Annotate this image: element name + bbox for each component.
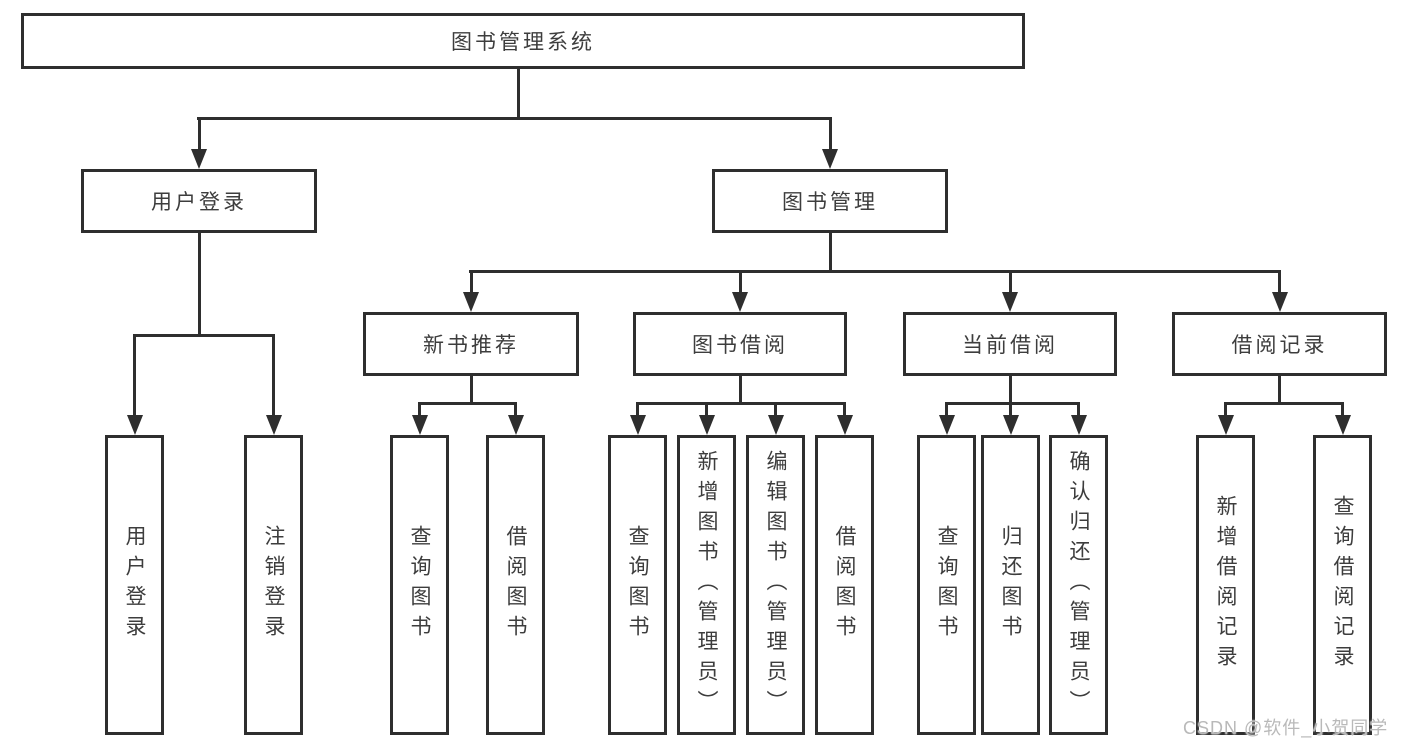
arrow-down-icon [1002, 292, 1018, 312]
arrow-down-icon [1217, 415, 1234, 435]
arrow-down-icon [191, 149, 207, 169]
arrow-down-icon [836, 415, 853, 435]
arrow-down-icon [1334, 415, 1351, 435]
connector-records-shaft-2 [1341, 402, 1344, 418]
leaf-query-books-current: 查询图书 [917, 435, 976, 735]
arrow-down-icon [411, 415, 428, 435]
node-current-borrowing-label: 当前借阅 [962, 334, 1058, 357]
leaf-user-login-label: 用户登录 [123, 525, 146, 645]
arrow-down-icon [1002, 415, 1019, 435]
connector-root-branch [197, 117, 832, 120]
connector-userlogin-shaft-1 [133, 334, 136, 417]
connector-borrowing-shaft-1 [636, 402, 639, 418]
connector-userlogin-shaft-2 [272, 334, 275, 417]
connector-records-stub [1278, 376, 1281, 404]
leaf-borrow-books-borrowing: 借阅图书 [815, 435, 874, 735]
connector-bookmgmt-shaft-2 [738, 270, 742, 296]
leaf-query-books-borrowing-label: 查询图书 [626, 525, 649, 645]
node-new-book-recommend-label: 新书推荐 [423, 334, 519, 357]
node-library-system: 图书管理系统 [21, 13, 1025, 69]
connector-borrowing-shaft-4 [843, 402, 846, 418]
node-borrowing-records-label: 借阅记录 [1231, 334, 1328, 357]
leaf-confirm-return-admin-label: 确认归还（管理员） [1067, 450, 1090, 720]
connector-borrowing-stub [738, 376, 742, 404]
arrow-down-icon [767, 415, 784, 435]
connector-current-shaft-1 [945, 402, 948, 418]
node-user-login-label: 用户登录 [151, 191, 247, 214]
connector-recommend-shaft-1 [418, 402, 421, 418]
leaf-return-book: 归还图书 [981, 435, 1040, 735]
connector-borrowing-shaft-3 [774, 402, 777, 418]
leaf-query-books-recommend-label: 查询图书 [408, 525, 431, 645]
leaf-query-books-current-label: 查询图书 [935, 525, 958, 645]
arrow-down-icon [698, 415, 715, 435]
node-book-management: 图书管理 [712, 169, 948, 233]
leaf-add-borrow-record-label: 新增借阅记录 [1214, 495, 1237, 675]
node-book-management-label: 图书管理 [782, 191, 878, 214]
node-new-book-recommend: 新书推荐 [363, 312, 579, 376]
connector-root-to-bookmgmt-shaft [828, 117, 832, 152]
connector-records-shaft-1 [1224, 402, 1227, 418]
connector-current-shaft-2 [1009, 402, 1012, 418]
connector-recommend-branch [418, 402, 517, 405]
arrow-down-icon [732, 292, 748, 312]
leaf-query-borrow-record-label: 查询借阅记录 [1331, 495, 1354, 675]
connector-userlogin-branch [133, 334, 275, 337]
arrow-down-icon [1070, 415, 1087, 435]
connector-bookmgmt-stub [828, 233, 832, 272]
leaf-borrow-books-recommend-label: 借阅图书 [504, 525, 527, 645]
connector-root-stub [517, 69, 520, 120]
connector-records-branch [1224, 402, 1344, 405]
leaf-borrow-books-recommend: 借阅图书 [486, 435, 545, 735]
arrow-down-icon [126, 415, 143, 435]
arrow-down-icon [265, 415, 282, 435]
connector-current-shaft-3 [1077, 402, 1080, 418]
leaf-user-login: 用户登录 [105, 435, 164, 735]
leaf-query-borrow-record: 查询借阅记录 [1313, 435, 1372, 735]
node-book-borrowing: 图书借阅 [633, 312, 847, 376]
connector-recommend-shaft-2 [514, 402, 517, 418]
leaf-borrow-books-borrowing-label: 借阅图书 [833, 525, 856, 645]
arrow-down-icon [938, 415, 955, 435]
arrow-down-icon [463, 292, 479, 312]
arrow-down-icon [1271, 292, 1288, 312]
leaf-query-books-recommend: 查询图书 [390, 435, 449, 735]
connector-borrowing-shaft-2 [705, 402, 708, 418]
leaf-return-book-label: 归还图书 [999, 525, 1022, 645]
connector-userlogin-stub [197, 233, 201, 336]
node-library-system-label: 图书管理系统 [451, 31, 595, 54]
leaf-edit-book-admin: 编辑图书（管理员） [746, 435, 805, 735]
leaf-logout-label: 注销登录 [262, 525, 285, 645]
leaf-query-books-borrowing: 查询图书 [608, 435, 667, 735]
connector-bookmgmt-shaft-1 [469, 270, 473, 296]
leaf-edit-book-admin-label: 编辑图书（管理员） [764, 450, 787, 720]
connector-current-branch [945, 402, 1080, 405]
leaf-confirm-return-admin: 确认归还（管理员） [1049, 435, 1108, 735]
node-user-login: 用户登录 [81, 169, 317, 233]
connector-bookmgmt-shaft-3 [1008, 270, 1012, 296]
connector-recommend-stub [469, 376, 473, 404]
arrow-down-icon [822, 149, 838, 169]
arrow-down-icon [507, 415, 524, 435]
connector-borrowing-branch [636, 402, 846, 405]
leaf-add-book-admin-label: 新增图书（管理员） [695, 450, 718, 720]
connector-root-to-userlogin-shaft [197, 117, 201, 152]
connector-bookmgmt-branch [469, 270, 1281, 273]
connector-current-stub [1008, 376, 1012, 404]
node-book-borrowing-label: 图书借阅 [692, 334, 788, 357]
arrow-down-icon [629, 415, 646, 435]
connector-bookmgmt-shaft-4 [1278, 270, 1281, 296]
node-current-borrowing: 当前借阅 [903, 312, 1117, 376]
csdn-watermark: CSDN @软件_小贺同学 [1183, 718, 1389, 738]
leaf-add-book-admin: 新增图书（管理员） [677, 435, 736, 735]
leaf-add-borrow-record: 新增借阅记录 [1196, 435, 1255, 735]
leaf-logout: 注销登录 [244, 435, 303, 735]
node-borrowing-records: 借阅记录 [1172, 312, 1387, 376]
